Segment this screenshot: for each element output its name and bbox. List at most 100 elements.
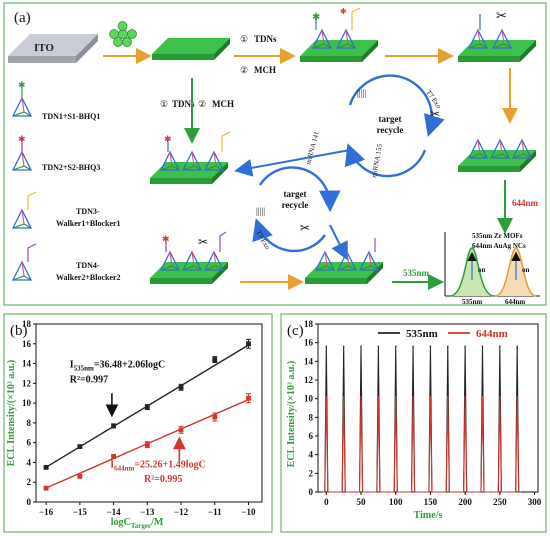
chart-c-x-axis-label: Time/s [414, 510, 443, 521]
wave644-label: 644nm [512, 198, 539, 208]
plate-cleaved: ✂ [458, 8, 536, 62]
chart-c-peak [464, 396, 466, 398]
chart-c-x-tick-label: 150 [424, 497, 438, 507]
quencher-star-icon: ✱ [312, 12, 320, 23]
chart-c-y-tick-label: 18 [304, 319, 314, 329]
spectrum-legend-2: 644nm AuAg NCs [472, 242, 526, 250]
chart-b-x-tick-label: −12 [174, 507, 189, 517]
chart-b-y-tick-label: 10 [22, 398, 32, 408]
chart-c-x-tick-label: 100 [389, 497, 403, 507]
chart-c-y-tick-label: 16 [304, 338, 314, 348]
chart-b-x-axis-label: logCTarger/M [111, 517, 164, 530]
svg-text:✱: ✱ [162, 234, 170, 244]
chart-b-point [111, 454, 116, 459]
chart-c-peak [394, 345, 397, 348]
quencher-star-icon: ✱ [340, 7, 347, 16]
panel-b-frame [3, 313, 273, 533]
chart-b-r2-535: R²=0.997 [70, 374, 108, 385]
panel-b-label: (b) [10, 323, 28, 339]
chart-c-peak [516, 396, 518, 398]
step1-text: TDNs [254, 34, 277, 44]
chart-c-peak [499, 396, 501, 398]
chart-b-y-axis-label: ECL Intensity/(×10³ a.u.) [6, 360, 17, 467]
chart-b-y-tick-label: 16 [22, 339, 32, 349]
panel-c-label: (c) [287, 323, 304, 339]
chart-b-x-tick-label: −14 [107, 507, 122, 517]
chart-c-peak [342, 345, 345, 348]
chart-c-peak [360, 396, 362, 398]
chart-b-r2-644: R²=0.995 [144, 474, 182, 485]
scissors-icon: ✂ [300, 221, 310, 235]
chart-b-y-tick-label: 0 [27, 497, 32, 507]
chart-c-y-tick-label: 6 [309, 431, 314, 441]
chart-b-x-tick-label: −16 [39, 507, 54, 517]
chart-b-point [246, 395, 251, 401]
chart-c-y-tick-label: 12 [304, 375, 314, 385]
chart-c-y-axis-label: ECL Intensity/(×10³ a.u.) [286, 361, 297, 468]
chart-c-peak [446, 345, 449, 348]
step1-text-mid: TDNs [172, 99, 195, 109]
chart-c-y-tick-label: 8 [309, 412, 314, 422]
svg-text:✱: ✱ [18, 80, 26, 90]
chart-b-plot-area [35, 323, 263, 503]
chart-b-y-tick-label: 4 [27, 457, 32, 467]
chart-c-peak [516, 345, 518, 348]
plate-assembled: ✱ ✱ [300, 7, 378, 62]
chart-c-peak [446, 396, 449, 398]
chart-b-point [246, 341, 251, 347]
chart-b-point [212, 357, 218, 362]
plate-bottom-mid [305, 238, 383, 284]
chart-c-peak [429, 345, 432, 348]
svg-text:TDN2+S2-BHQ3: TDN2+S2-BHQ3 [42, 163, 100, 172]
scissors-icon: ✂ [430, 107, 440, 121]
on-label-2: on [522, 266, 530, 274]
chart-c-peak [412, 396, 414, 398]
chart-b-point [178, 384, 184, 390]
chart-c-peak [377, 345, 380, 348]
svg-text:TDN1+S1-BHQ1: TDN1+S1-BHQ1 [42, 112, 100, 121]
chart-b-x-tick-label: −15 [73, 507, 88, 517]
chart-c-series-line [322, 396, 521, 493]
step1-number: ① [240, 34, 248, 44]
chart-b-y-tick-label: 6 [27, 438, 32, 448]
chart-c-x-tick-label: 250 [493, 497, 507, 507]
chart-b-point [77, 444, 83, 450]
chart-c-y-tick-label: 14 [304, 356, 314, 366]
chart-b-equation-644: I644nm=25.26+1.49logC [110, 459, 206, 472]
svg-text:✱: ✱ [18, 134, 26, 144]
panel-a-label: (a) [14, 10, 31, 26]
axis-535-label: 535nm [462, 298, 482, 306]
axis-644-label: 644nm [505, 298, 525, 306]
chart-c-peak [481, 345, 484, 348]
ito-electrode: ITO [8, 34, 98, 63]
legend-tdn2: ✱ TDN2+S2-BHQ3 [12, 134, 100, 172]
arrow-cycle-link [234, 149, 351, 177]
chart-c-peak [360, 345, 362, 348]
panel-a-frame [3, 2, 547, 306]
arrow-cycle-to-plate [329, 224, 348, 261]
wave535-label: 535nm [403, 268, 430, 278]
spectrum-legend-1: 535nm Zr MOFs [472, 232, 523, 240]
chart-b-point [43, 485, 49, 491]
chart-c-y-tick-label: 0 [309, 487, 314, 497]
chart-c-peak [464, 345, 466, 348]
scissors-icon: ✂ [198, 235, 208, 249]
target-recycle-cycle-top: target recycle T7 Exo miRNA 155 ✂ ||||| [344, 74, 445, 178]
ito-label: ITO [34, 42, 54, 54]
target-label-top: target [379, 114, 402, 124]
chart-b-point [77, 473, 83, 479]
chart-b-point [43, 464, 49, 470]
chart-c-y-tick-label: 2 [309, 468, 314, 478]
dna-strand-icon: ||||| [256, 206, 265, 216]
chart-c-peak [412, 345, 414, 348]
svg-text:Walker2+Blocker2: Walker2+Blocker2 [56, 273, 121, 282]
chart-b-point [144, 442, 150, 448]
chart-b-x-tick-label: −11 [208, 507, 222, 517]
chart-c-peak [429, 396, 432, 398]
legend-tdn4: TDN4- Walker2+Blocker2 [12, 243, 121, 282]
svg-text:TDN3-: TDN3- [76, 207, 100, 216]
chart-b-y-tick-label: 12 [22, 378, 32, 388]
plate-left-mid: ✱ [150, 131, 231, 184]
spectrum-inset: 535nm Zr MOFs 644nm AuAg NCs on on 535nm… [444, 232, 540, 306]
